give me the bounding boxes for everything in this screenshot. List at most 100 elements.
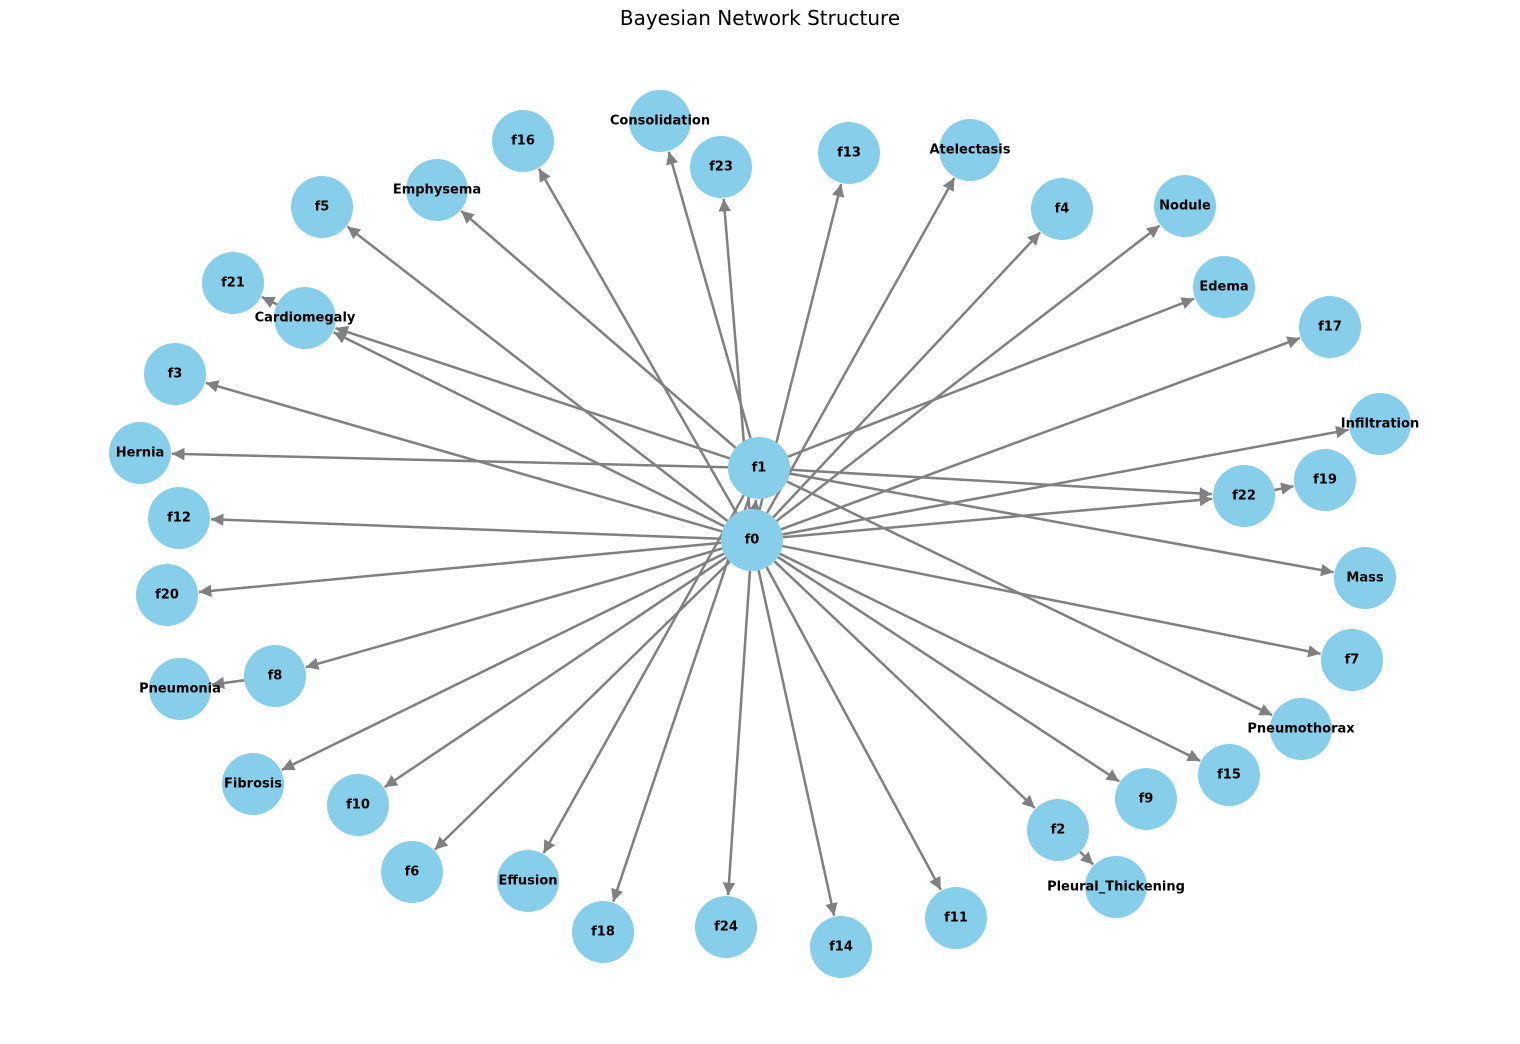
node-f1: f1 xyxy=(728,437,790,499)
node-Fibrosis: Fibrosis xyxy=(222,753,284,815)
edge-f1-to-Consolidation xyxy=(666,151,752,439)
node-label: f14 xyxy=(829,940,853,955)
node-label: f12 xyxy=(167,511,191,526)
edge-f1-to-Pneumothorax xyxy=(786,480,1273,717)
diagram-title: Bayesian Network Structure xyxy=(619,6,901,30)
node-circle xyxy=(144,343,206,405)
node-Pneumothorax: Pneumothorax xyxy=(1247,698,1355,760)
node-f6: f6 xyxy=(381,841,443,903)
node-circle xyxy=(1299,296,1361,358)
node-label: f22 xyxy=(1232,489,1256,504)
node-label: f3 xyxy=(168,367,183,382)
node-circle xyxy=(148,487,210,549)
edge-f1-to-Effusion xyxy=(542,494,745,854)
node-f18: f18 xyxy=(572,901,634,963)
node-f7: f7 xyxy=(1321,629,1383,691)
node-circle xyxy=(136,564,198,626)
node-circle xyxy=(629,90,691,152)
node-circle xyxy=(1334,547,1396,609)
node-label: Pleural_Thickening xyxy=(1047,880,1185,895)
node-circle xyxy=(690,136,752,198)
edge-f0-to-f20 xyxy=(198,541,722,598)
node-label: f8 xyxy=(268,669,283,684)
node-f17: f17 xyxy=(1299,296,1361,358)
node-Emphysema: Emphysema xyxy=(393,159,481,221)
node-label: f16 xyxy=(511,134,535,149)
node-f12: f12 xyxy=(148,487,210,549)
node-label: Edema xyxy=(1199,280,1248,295)
node-label: f9 xyxy=(1139,792,1154,807)
node-circle xyxy=(1031,178,1093,240)
node-label: f18 xyxy=(591,925,615,940)
node-f15: f15 xyxy=(1198,744,1260,806)
edge-f1-to-Emphysema xyxy=(460,209,737,449)
node-circle xyxy=(810,916,872,978)
edge-f0-to-f4 xyxy=(772,231,1042,519)
node-circle xyxy=(274,287,336,349)
edge-f0-to-f11 xyxy=(765,566,942,891)
node-Pleural_Thickening: Pleural_Thickening xyxy=(1047,856,1185,918)
node-label: f2 xyxy=(1051,823,1066,838)
node-label: Atelectasis xyxy=(930,143,1011,158)
node-circle xyxy=(109,422,171,484)
node-Pneumonia: Pneumonia xyxy=(139,658,221,720)
node-label: f6 xyxy=(405,865,420,880)
edge-layer xyxy=(171,151,1349,917)
edge-f0-to-f17 xyxy=(780,336,1301,531)
node-circle xyxy=(1154,175,1216,237)
node-f23: f23 xyxy=(690,136,752,198)
node-label: f5 xyxy=(315,200,330,215)
node-label: f17 xyxy=(1318,320,1342,335)
node-Cardiomegaly: Cardiomegaly xyxy=(255,287,356,349)
node-circle xyxy=(572,901,634,963)
node-f0: f0 xyxy=(721,509,783,571)
node-label: Fibrosis xyxy=(224,777,282,792)
edge-f0-to-Infiltration xyxy=(782,425,1349,536)
node-label: f0 xyxy=(745,533,760,548)
edge-f0-to-f10 xyxy=(383,556,727,789)
node-circle xyxy=(1027,799,1089,861)
node-circle xyxy=(327,774,389,836)
node-f20: f20 xyxy=(136,564,198,626)
node-f9: f9 xyxy=(1115,768,1177,830)
node-circle xyxy=(202,252,264,314)
node-label: Pneumonia xyxy=(139,682,221,697)
node-Edema: Edema xyxy=(1193,256,1255,318)
node-f13: f13 xyxy=(818,122,880,184)
node-f14: f14 xyxy=(810,916,872,978)
node-label: Hernia xyxy=(116,446,165,461)
edge-f0-to-f9 xyxy=(777,555,1120,783)
node-label: f13 xyxy=(837,146,861,161)
node-f16: f16 xyxy=(492,110,554,172)
edge-f0-to-Atelectasis xyxy=(766,177,956,514)
node-circle xyxy=(492,110,554,172)
node-f11: f11 xyxy=(925,887,987,949)
node-circle xyxy=(381,841,443,903)
node-circle xyxy=(149,658,211,720)
node-f22: f22 xyxy=(1213,465,1275,527)
node-label: f11 xyxy=(944,911,968,926)
node-f19: f19 xyxy=(1294,449,1356,511)
node-circle xyxy=(728,437,790,499)
edge-f0-to-Nodule xyxy=(775,224,1161,523)
node-f3: f3 xyxy=(144,343,206,405)
node-label: f20 xyxy=(155,588,179,603)
node-circle xyxy=(939,119,1001,181)
node-f2: f2 xyxy=(1027,799,1089,861)
node-f4: f4 xyxy=(1031,178,1093,240)
node-f10: f10 xyxy=(327,774,389,836)
node-Atelectasis: Atelectasis xyxy=(930,119,1011,181)
edge-f1-to-Cardiomegaly xyxy=(334,326,730,460)
edge-f0-to-f5 xyxy=(346,225,729,523)
node-circle xyxy=(721,509,783,571)
node-label: f24 xyxy=(714,920,738,935)
node-circle xyxy=(1115,768,1177,830)
node-circle xyxy=(497,850,559,912)
node-Effusion: Effusion xyxy=(497,850,559,912)
edge-f1-to-Hernia xyxy=(171,447,729,469)
node-label: f15 xyxy=(1217,768,1241,783)
edge-f0-to-f16 xyxy=(537,168,738,514)
edge-f0-to-Fibrosis xyxy=(281,552,725,772)
node-label: Consolidation xyxy=(610,114,710,129)
